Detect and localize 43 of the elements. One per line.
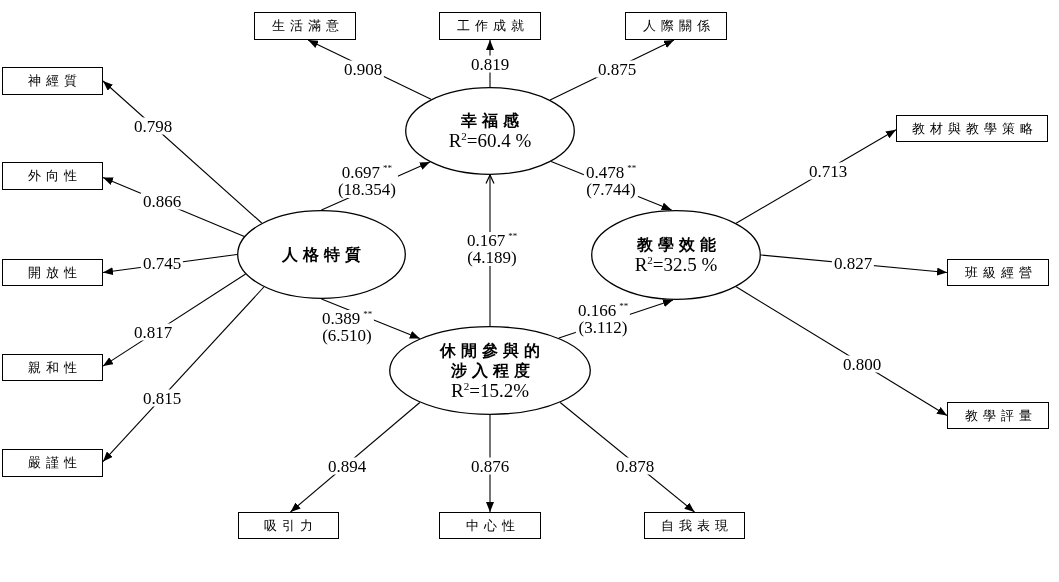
indicator-box: 親和性 bbox=[2, 354, 103, 381]
arrow bbox=[102, 286, 265, 463]
edge-label: 0.878 bbox=[613, 457, 657, 475]
construct-name: 休閒參與的涉入程度 bbox=[438, 340, 546, 381]
edge-label: 0.819 bbox=[468, 55, 512, 73]
indicator-box: 生活滿意 bbox=[254, 12, 356, 40]
construct-name: 教學效能 bbox=[635, 235, 721, 255]
edge-label: 0.697$^{**}$ (18.354) bbox=[335, 164, 399, 198]
edge-label: 0.800 bbox=[840, 355, 884, 373]
r-squared-value: R$^{2}$=15.2% bbox=[451, 380, 529, 401]
construct-ellipse bbox=[591, 210, 761, 300]
r-squared-value: R$^{2}$=32.5 % bbox=[634, 255, 718, 275]
edge-label: 0.815 bbox=[140, 389, 184, 407]
edge-label: 0.875 bbox=[595, 60, 639, 78]
indicator-box: 外向性 bbox=[2, 162, 103, 190]
edge-label: 0.478$^{**}$ (7.744) bbox=[583, 164, 639, 198]
indicator-box: 吸引力 bbox=[238, 512, 339, 539]
edge-label: 0.713 bbox=[806, 162, 850, 180]
construct-name: 幸福感 bbox=[460, 111, 524, 131]
indicator-box: 嚴謹性 bbox=[2, 449, 103, 477]
construct-name: 人格特質 bbox=[281, 244, 366, 265]
edge-label: 0.876 bbox=[468, 457, 512, 475]
indicator-box: 教材與教學策略 bbox=[896, 115, 1048, 142]
edge-label: 0.166$^{**}$ (3.112) bbox=[575, 302, 631, 336]
construct-ellipse bbox=[405, 87, 575, 175]
indicator-box: 工作成就 bbox=[439, 12, 541, 40]
edge-label: 0.167$^{**}$ (4.189) bbox=[464, 232, 520, 266]
edge-label: 0.894 bbox=[325, 457, 369, 475]
arrow bbox=[102, 80, 263, 224]
edge-label: 0.866 bbox=[140, 192, 184, 210]
edge-label: 0.389$^{**}$ (6.510) bbox=[319, 310, 375, 344]
indicator-box: 神經質 bbox=[2, 67, 103, 95]
edge-label: 0.908 bbox=[341, 60, 385, 78]
indicator-box: 班級經營 bbox=[947, 259, 1049, 286]
r-squared-value: R$^{2}$=60.4 % bbox=[448, 131, 532, 151]
construct-ellipse bbox=[237, 210, 406, 299]
indicator-box: 中心性 bbox=[439, 512, 541, 539]
indicator-box: 開放性 bbox=[2, 259, 103, 286]
edge-label: 0.817 bbox=[131, 323, 175, 341]
indicator-box: 自我表現 bbox=[644, 512, 745, 539]
edge-label: 0.798 bbox=[131, 117, 175, 135]
indicator-box: 教學評量 bbox=[947, 402, 1049, 429]
indicator-box: 人際關係 bbox=[625, 12, 727, 40]
